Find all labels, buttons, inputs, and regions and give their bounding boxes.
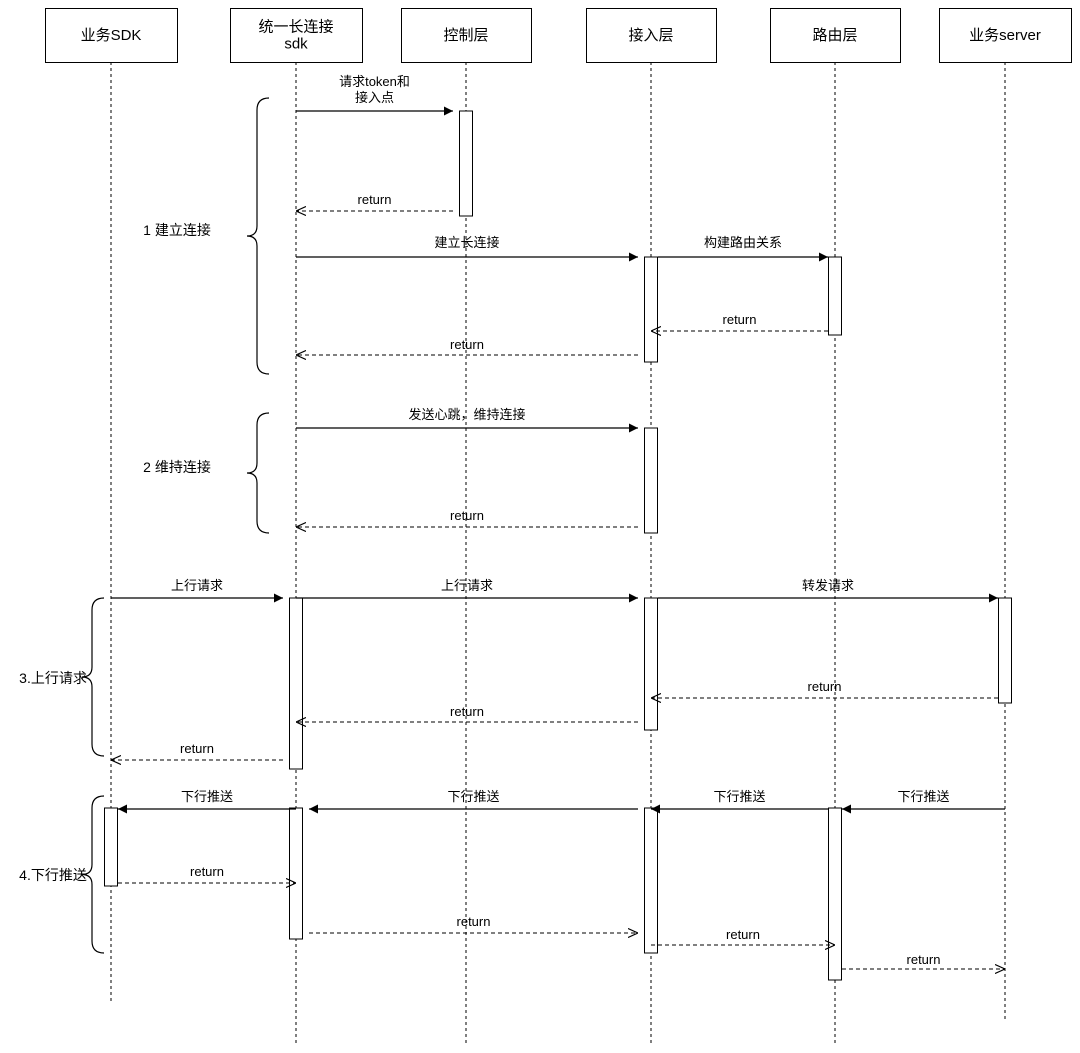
activation-routing <box>828 256 842 336</box>
message-label: 转发请求 <box>802 578 854 593</box>
message-m15: 下行推送 <box>842 789 1005 814</box>
message-label: 下行推送 <box>897 789 949 804</box>
group-label: 1 建立连接 <box>143 222 211 238</box>
activation-conn-sdk <box>289 597 303 770</box>
message-label: return <box>190 864 224 879</box>
message-label: return <box>907 952 941 967</box>
message-m22: return <box>842 952 1005 969</box>
participant-box <box>586 8 717 63</box>
group-label: 2 维持连接 <box>143 459 211 475</box>
participant-biz-sdk: 业务SDK <box>45 8 178 63</box>
message-label: return <box>808 679 842 694</box>
message-label: return <box>723 312 757 327</box>
participant-label: 业务SDK <box>81 27 142 44</box>
message-m16: 下行推送 <box>651 789 828 814</box>
message-label: 上行请求 <box>171 578 223 593</box>
message-label: return <box>450 508 484 523</box>
message-label: 建立长连接 <box>434 235 499 250</box>
message-m11: 转发请求 <box>658 578 998 603</box>
message-m10: 上行请求 <box>296 578 638 603</box>
participant-access: 接入层 <box>586 8 717 63</box>
message-label: 发送心跳，维持连接 <box>408 407 525 422</box>
message-m5: return <box>651 312 828 331</box>
participant-label: sdk <box>284 36 308 53</box>
group-maintain-connection: 2 维持连接 <box>143 412 270 534</box>
message-label: 上行请求 <box>441 578 493 593</box>
activation-biz-sdk <box>104 807 118 887</box>
message-label: 接入点 <box>355 90 394 105</box>
group-brace <box>246 412 270 534</box>
participant-box <box>230 8 363 63</box>
message-m6: return <box>296 337 638 355</box>
participant-control: 控制层 <box>401 8 532 63</box>
group-establish-connection: 1 建立连接 <box>143 97 270 375</box>
participant-box <box>770 8 901 63</box>
participant-label: 控制层 <box>443 27 488 44</box>
message-label: 下行推送 <box>181 789 233 804</box>
message-m19: return <box>118 864 296 883</box>
message-label: return <box>180 741 214 756</box>
message-m14: return <box>111 741 283 760</box>
activation-conn-sdk <box>289 807 303 940</box>
message-label: return <box>450 337 484 352</box>
participant-box <box>45 8 178 63</box>
participant-label: 业务server <box>969 27 1041 44</box>
group-label: 4.下行推送 <box>19 867 87 883</box>
message-label: 构建路由关系 <box>704 235 782 250</box>
message-label: return <box>726 927 760 942</box>
participant-box <box>401 8 532 63</box>
message-m8: return <box>296 508 638 527</box>
message-m20: return <box>309 914 638 933</box>
message-m3: 建立长连接 <box>296 235 638 262</box>
message-label: return <box>358 192 392 207</box>
message-label: 下行推送 <box>713 789 765 804</box>
message-label: return <box>457 914 491 929</box>
activation-routing <box>828 807 842 981</box>
message-label: return <box>450 704 484 719</box>
participant-label: 路由层 <box>812 27 857 44</box>
activation-access <box>644 256 658 363</box>
participant-routing: 路由层 <box>770 8 901 63</box>
group-brace <box>81 795 105 954</box>
message-m13: return <box>296 704 638 722</box>
group-brace <box>246 97 270 375</box>
activation-access <box>644 807 658 954</box>
message-m4: 构建路由关系 <box>658 235 828 262</box>
activation-access <box>644 597 658 731</box>
message-m7: 发送心跳，维持连接 <box>296 407 638 433</box>
participant-label: 统一长连接 <box>258 19 333 36</box>
participant-label: 接入层 <box>628 27 673 44</box>
activation-control <box>459 110 473 217</box>
message-m9: 上行请求 <box>111 578 283 603</box>
activation-access <box>644 427 658 534</box>
message-m17: 下行推送 <box>309 789 638 814</box>
participant-biz-server: 业务server <box>939 8 1072 63</box>
message-m12: return <box>651 679 998 698</box>
participant-box <box>939 8 1072 63</box>
message-m18: 下行推送 <box>118 789 296 814</box>
group-brace <box>81 597 105 757</box>
message-label: 请求token和 <box>339 74 410 89</box>
group-label: 3.上行请求 <box>19 670 87 686</box>
message-m2: return <box>296 192 453 211</box>
message-m21: return <box>651 927 835 945</box>
message-label: 下行推送 <box>447 789 499 804</box>
group-downstream-push: 4.下行推送 <box>19 795 105 954</box>
activation-biz-server <box>998 597 1012 704</box>
group-upstream-request: 3.上行请求 <box>19 597 105 757</box>
